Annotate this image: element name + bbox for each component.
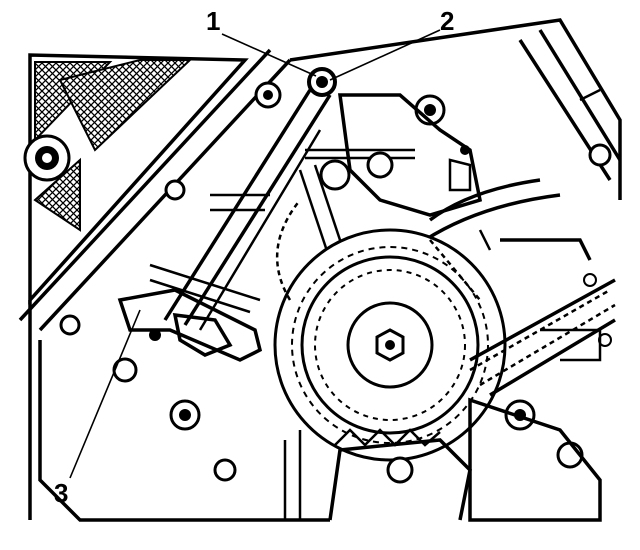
callout-leaders [69,29,441,479]
timing-chain-runs [275,199,616,397]
lower-gears [283,397,602,522]
leader-3 [69,309,141,479]
right-components [478,229,602,362]
crank-sprocket [273,228,507,462]
block-corner-mesh [18,48,292,332]
upper-tensioner-assembly [305,93,561,242]
housing-outline [28,18,622,522]
leader-1 [221,33,317,77]
callout-1: 1 [206,6,220,36]
leader-2 [329,29,441,81]
callout-2: 2 [440,6,454,36]
callout-3: 3 [54,478,68,508]
lower-tensioner [117,193,270,362]
